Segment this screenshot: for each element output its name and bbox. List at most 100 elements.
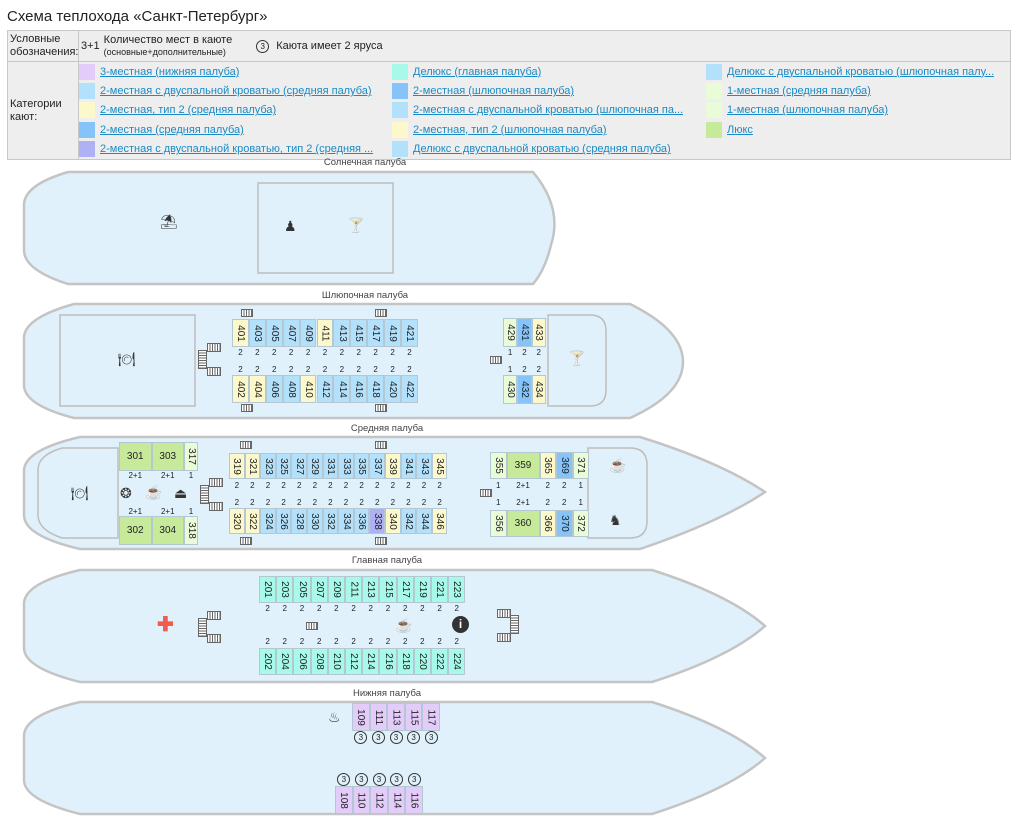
cabin-422[interactable]: 422 — [401, 375, 418, 403]
cabin-304[interactable]: 304 — [151, 516, 184, 545]
cabin-343[interactable]: 343 — [416, 453, 432, 479]
cabin-337[interactable]: 337 — [369, 453, 385, 479]
cabin-338[interactable]: 338 — [369, 508, 385, 534]
cabin-331[interactable]: 331 — [322, 453, 339, 479]
cabin-332[interactable]: 332 — [322, 508, 339, 534]
cabin-205[interactable]: 205 — [293, 576, 311, 603]
cabin-369[interactable]: 369 — [556, 452, 573, 479]
cabin-410[interactable]: 410 — [299, 375, 317, 403]
cabin-325[interactable]: 325 — [275, 453, 292, 479]
cabin-420[interactable]: 420 — [384, 375, 401, 403]
cabin-431[interactable]: 431 — [517, 318, 532, 347]
cabin-356[interactable]: 356 — [490, 510, 507, 537]
cabin-302[interactable]: 302 — [119, 516, 152, 545]
cabin-218[interactable]: 218 — [396, 648, 414, 675]
cabin-201[interactable]: 201 — [259, 576, 277, 603]
cabin-404[interactable]: 404 — [248, 375, 266, 403]
cabin-220[interactable]: 220 — [413, 648, 431, 675]
cabin-346[interactable]: 346 — [431, 508, 448, 534]
cabin-112[interactable]: 112 — [370, 786, 388, 814]
cabin-214[interactable]: 214 — [362, 648, 380, 675]
cabin-336[interactable]: 336 — [353, 508, 370, 534]
cabin-355[interactable]: 355 — [490, 452, 507, 479]
cabin-329[interactable]: 329 — [307, 453, 323, 479]
cabin-328[interactable]: 328 — [291, 508, 307, 534]
cabin-430[interactable]: 430 — [503, 375, 518, 404]
cabin-221[interactable]: 221 — [431, 576, 449, 603]
cabin-301[interactable]: 301 — [119, 442, 152, 471]
cabin-408[interactable]: 408 — [282, 375, 300, 403]
cabin-335[interactable]: 335 — [353, 453, 370, 479]
cabin-344[interactable]: 344 — [416, 508, 432, 534]
cabin-215[interactable]: 215 — [379, 576, 397, 603]
cabin-213[interactable]: 213 — [362, 576, 380, 603]
cabin-359[interactable]: 359 — [506, 452, 540, 479]
cabin-212[interactable]: 212 — [345, 648, 363, 675]
cabin-413[interactable]: 413 — [333, 319, 351, 347]
cabin-206[interactable]: 206 — [293, 648, 311, 675]
cabin-402[interactable]: 402 — [232, 375, 249, 403]
cabin-110[interactable]: 110 — [352, 786, 371, 814]
cabin-333[interactable]: 333 — [338, 453, 354, 479]
cabin-403[interactable]: 403 — [248, 319, 266, 347]
cabin-208[interactable]: 208 — [310, 648, 328, 675]
cabin-116[interactable]: 116 — [405, 786, 423, 814]
cabin-210[interactable]: 210 — [327, 648, 345, 675]
cabin-339[interactable]: 339 — [385, 453, 401, 479]
cabin-322[interactable]: 322 — [244, 508, 261, 534]
cabin-224[interactable]: 224 — [448, 648, 466, 675]
cabin-219[interactable]: 219 — [413, 576, 431, 603]
cabin-327[interactable]: 327 — [291, 453, 307, 479]
cabin-418[interactable]: 418 — [367, 375, 385, 403]
cabin-303[interactable]: 303 — [151, 442, 184, 471]
cabin-114[interactable]: 114 — [387, 786, 406, 814]
cabin-401[interactable]: 401 — [232, 319, 249, 347]
cabin-204[interactable]: 204 — [276, 648, 294, 675]
cabin-209[interactable]: 209 — [327, 576, 345, 603]
cabin-326[interactable]: 326 — [275, 508, 292, 534]
cabin-406[interactable]: 406 — [265, 375, 283, 403]
cabin-429[interactable]: 429 — [503, 318, 518, 347]
cabin-360[interactable]: 360 — [506, 510, 540, 537]
cabin-371[interactable]: 371 — [572, 452, 589, 479]
cabin-217[interactable]: 217 — [396, 576, 414, 603]
cabin-341[interactable]: 341 — [400, 453, 417, 479]
cabin-417[interactable]: 417 — [367, 319, 385, 347]
cabin-366[interactable]: 366 — [539, 510, 556, 537]
cabin-415[interactable]: 415 — [350, 319, 368, 347]
cabin-365[interactable]: 365 — [539, 452, 556, 479]
cabin-216[interactable]: 216 — [379, 648, 397, 675]
cabin-334[interactable]: 334 — [338, 508, 354, 534]
cabin-321[interactable]: 321 — [244, 453, 261, 479]
cabin-342[interactable]: 342 — [400, 508, 417, 534]
cabin-207[interactable]: 207 — [310, 576, 328, 603]
cabin-202[interactable]: 202 — [259, 648, 277, 675]
cabin-432[interactable]: 432 — [517, 375, 532, 404]
cabin-318[interactable]: 318 — [184, 516, 198, 545]
cabin-416[interactable]: 416 — [350, 375, 368, 403]
cabin-409[interactable]: 409 — [299, 319, 317, 347]
cabin-370[interactable]: 370 — [556, 510, 573, 537]
cabin-421[interactable]: 421 — [401, 319, 418, 347]
cabin-222[interactable]: 222 — [431, 648, 449, 675]
cabin-372[interactable]: 372 — [572, 510, 589, 537]
cabin-414[interactable]: 414 — [333, 375, 351, 403]
cabin-223[interactable]: 223 — [448, 576, 466, 603]
cabin-115[interactable]: 115 — [404, 703, 423, 731]
cabin-319[interactable]: 319 — [229, 453, 245, 479]
cabin-340[interactable]: 340 — [385, 508, 401, 534]
cabin-317[interactable]: 317 — [184, 442, 198, 471]
cabin-211[interactable]: 211 — [345, 576, 363, 603]
cabin-109[interactable]: 109 — [352, 703, 370, 731]
cabin-111[interactable]: 111 — [369, 703, 388, 731]
cabin-113[interactable]: 113 — [387, 703, 405, 731]
cabin-117[interactable]: 117 — [422, 703, 440, 731]
cabin-434[interactable]: 434 — [531, 375, 546, 404]
cabin-108[interactable]: 108 — [335, 786, 353, 814]
cabin-320[interactable]: 320 — [229, 508, 245, 534]
cabin-412[interactable]: 412 — [316, 375, 334, 403]
cabin-419[interactable]: 419 — [384, 319, 401, 347]
cabin-433[interactable]: 433 — [531, 318, 546, 347]
cabin-324[interactable]: 324 — [260, 508, 276, 534]
cabin-330[interactable]: 330 — [307, 508, 323, 534]
